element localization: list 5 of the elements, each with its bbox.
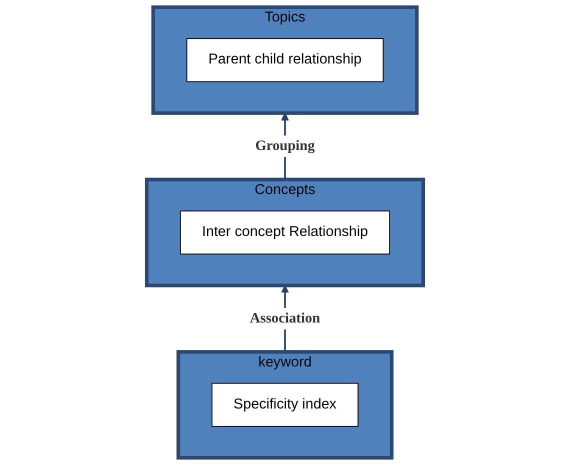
node-box: Inter concept Relationship: [179, 210, 390, 254]
node-box: Parent child relationship: [186, 38, 384, 82]
edge-label: Grouping: [254, 138, 314, 154]
edge-label: Association: [249, 310, 320, 326]
node-box: Specificity index: [211, 382, 358, 427]
